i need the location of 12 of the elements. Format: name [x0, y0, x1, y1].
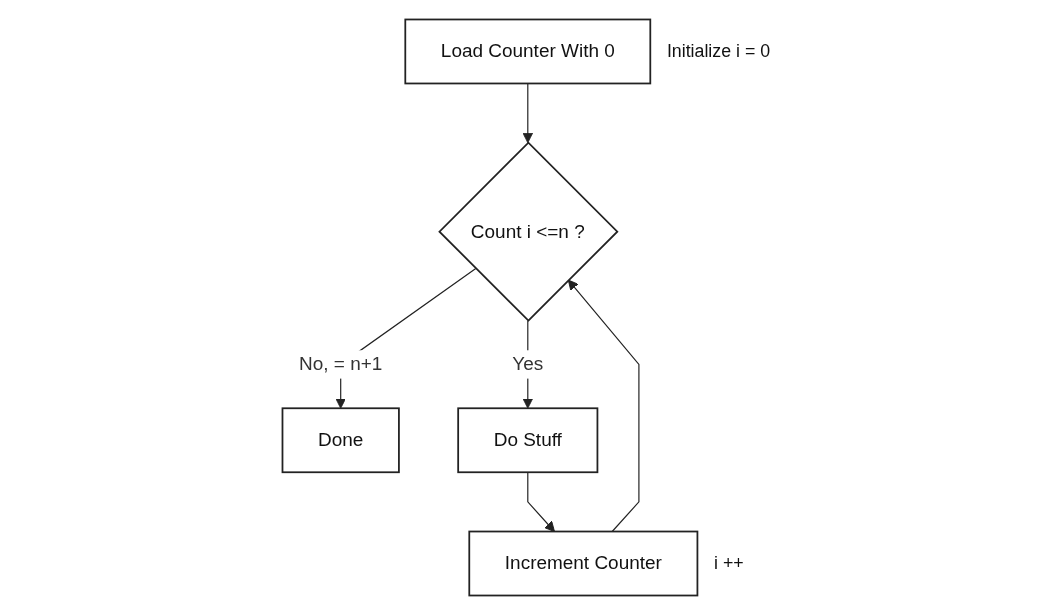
arrow [567, 279, 640, 533]
node-diamond: Count i <=n ? [438, 141, 619, 322]
edge-label: No, = n+1 [299, 353, 383, 374]
edge-label: Yes [512, 353, 544, 374]
node-note: i ++ [714, 553, 744, 574]
node-box: Increment Counter [468, 530, 699, 597]
arrow [522, 82, 534, 144]
node-box: Load Counter With 0 [404, 18, 652, 85]
arrow [527, 471, 556, 532]
node-note: Initialize i = 0 [666, 41, 771, 62]
node-box: Do Stuff [457, 407, 599, 474]
node-box: Done [281, 407, 400, 474]
